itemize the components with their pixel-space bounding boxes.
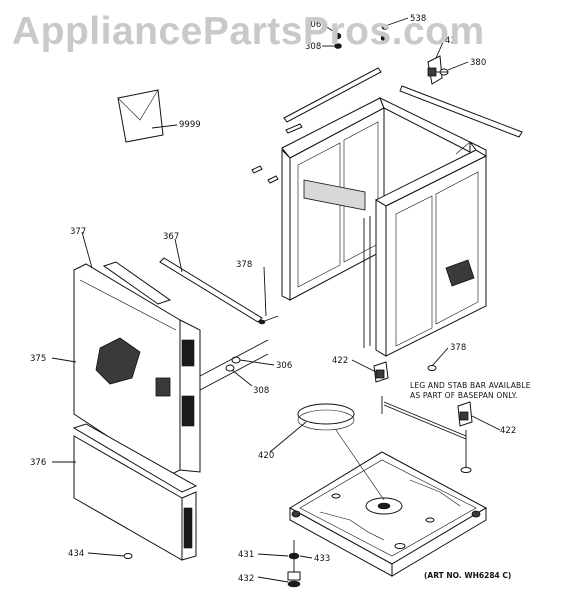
label-367: 367 — [163, 232, 179, 242]
label-308-top: 308 — [305, 42, 321, 52]
side-screws[interactable] — [199, 339, 269, 391]
belt-ring[interactable] — [297, 403, 355, 431]
label-378-right: 378 — [450, 343, 466, 353]
art-number: (ART NO. WH6284 C) — [424, 571, 511, 580]
label-433: 433 — [314, 554, 330, 564]
label-422-left: 422 — [332, 356, 348, 366]
label-9999: 9999 — [179, 120, 201, 130]
label-431: 431 — [238, 550, 254, 560]
label-432: 432 — [238, 574, 254, 584]
top-strips[interactable] — [251, 67, 523, 184]
note-line-2: AS PART OF BASEPAN ONLY. — [410, 391, 518, 400]
cabinet-rear-section[interactable] — [281, 96, 471, 301]
leg-brackets[interactable] — [373, 361, 473, 427]
label-380: 380 — [470, 58, 486, 68]
part-labels: 306 538 308 43 380 9999 377 367 378 375 … — [30, 14, 516, 584]
kick-panel[interactable] — [72, 423, 198, 561]
envelope-part[interactable] — [117, 89, 164, 143]
label-306-top: 306 — [305, 20, 321, 30]
leader-lines — [51, 17, 501, 583]
label-376: 376 — [30, 458, 46, 468]
label-422-right: 422 — [500, 426, 516, 436]
rail-part[interactable] — [159, 257, 279, 325]
cabinet-front-section[interactable] — [363, 141, 488, 357]
watermark-logo: AppliancePartsPros.com — [12, 10, 485, 53]
label-538: 538 — [410, 14, 426, 24]
stab-bar[interactable] — [381, 396, 472, 473]
notes: LEG AND STAB BAR AVAILABLE AS PART OF BA… — [410, 381, 531, 580]
label-306-side: 306 — [276, 361, 292, 371]
label-420: 420 — [258, 451, 274, 461]
base-pan[interactable] — [289, 451, 488, 577]
note-line-1: LEG AND STAB BAR AVAILABLE — [410, 381, 531, 390]
label-308-side: 308 — [253, 386, 269, 396]
label-377: 377 — [70, 227, 86, 237]
label-43: 43 — [445, 36, 456, 46]
label-375: 375 — [30, 354, 46, 364]
label-378-left: 378 — [236, 260, 252, 270]
label-434: 434 — [68, 549, 84, 559]
leveling-legs[interactable] — [287, 540, 301, 588]
door-panel[interactable] — [73, 261, 201, 477]
